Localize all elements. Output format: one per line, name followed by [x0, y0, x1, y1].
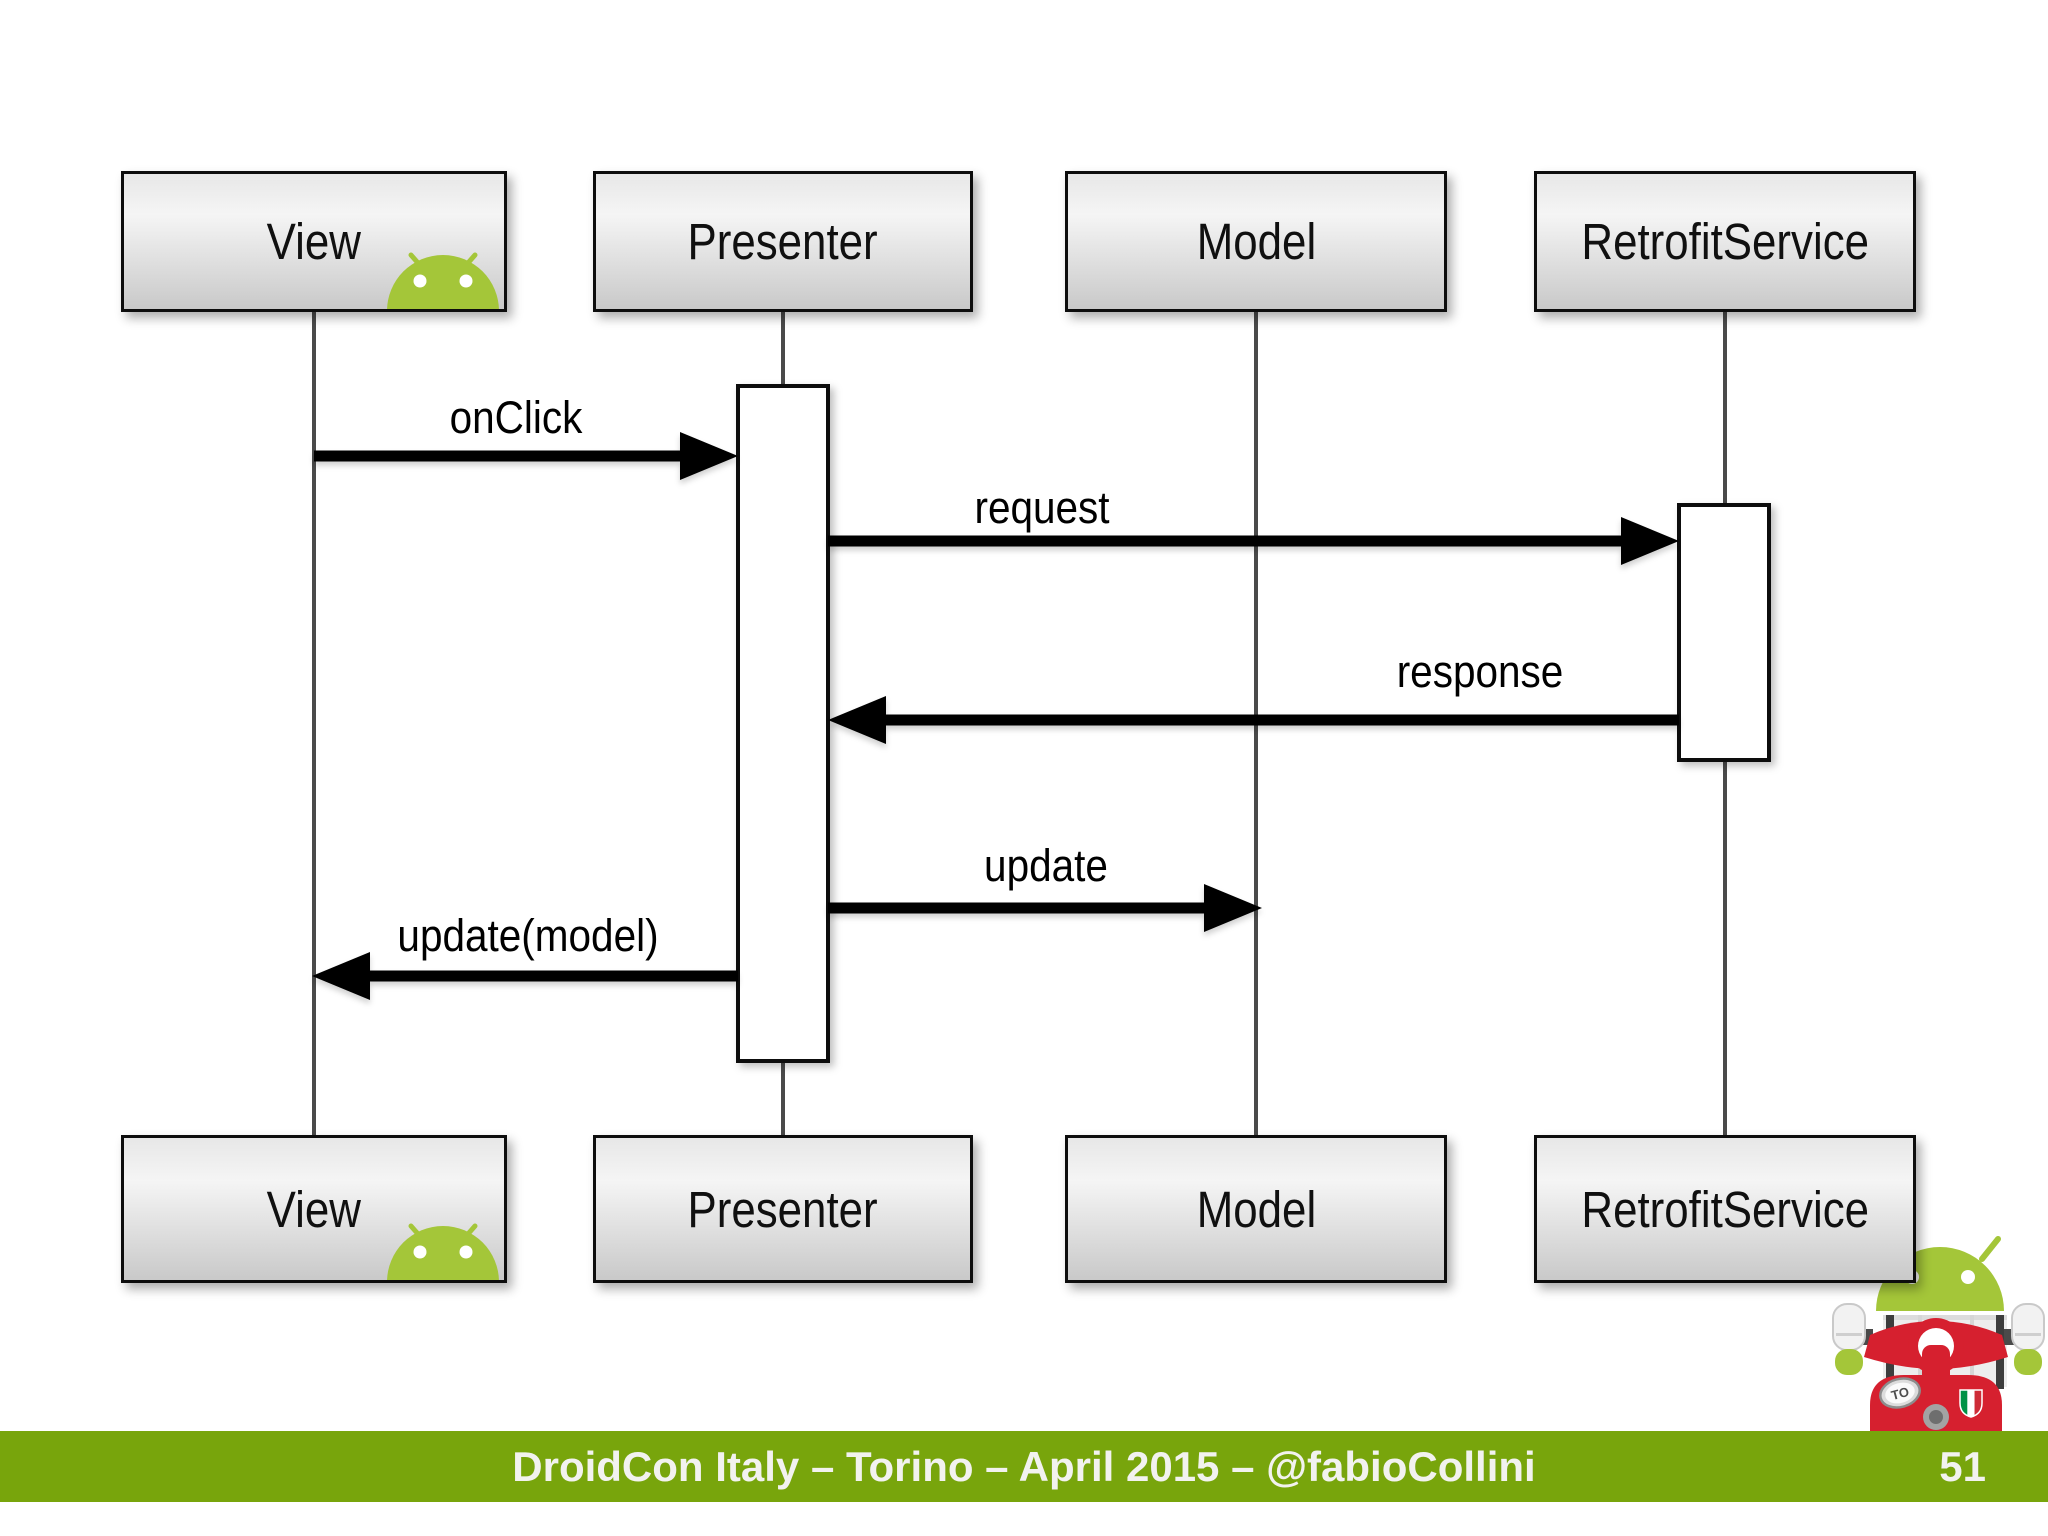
message-label-update-model: update(model) [397, 910, 659, 961]
participant-label: Model [1196, 213, 1316, 270]
activation-bar-presenter [736, 384, 830, 1063]
message-arrow-onclick [314, 432, 738, 480]
torino-badge: TO [1879, 1377, 1921, 1409]
page-number: 51 [1939, 1443, 1986, 1490]
participant-box-model-bottom: Model [1065, 1135, 1447, 1283]
message-label-request: request [974, 482, 1110, 533]
message-label-response: response [1396, 646, 1564, 697]
participant-box-presenter-bottom: Presenter [593, 1135, 973, 1283]
message-arrow-request [828, 517, 1679, 565]
footer-text: DroidCon Italy – Torino – April 2015 – @… [512, 1443, 1536, 1490]
participant-box-view-top: View [121, 171, 507, 312]
message-arrow-update-model [312, 952, 738, 1000]
participant-label: Presenter [687, 1180, 879, 1238]
message-label-onclick: onClick [449, 392, 583, 443]
participant-label: Model [1196, 1180, 1316, 1238]
participant-box-presenter-top: Presenter [593, 171, 973, 312]
participant-label: View [266, 1180, 362, 1238]
message-arrow-response [828, 696, 1679, 744]
droidcon-torino-scooter-logo: TO [1832, 1236, 2045, 1447]
participant-box-retrofitservice-top: RetrofitService [1534, 171, 1916, 312]
message-arrow-update [828, 884, 1262, 932]
footer-bar: DroidCon Italy – Torino – April 2015 – @… [0, 1431, 2048, 1502]
participant-label: Presenter [687, 213, 879, 270]
message-label-update: update [984, 840, 1108, 891]
android-robot-head-icon [387, 252, 499, 309]
italian-flag-shield [1959, 1389, 1983, 1418]
scooter-right-mirror [2004, 1303, 2045, 1375]
android-robot-head-icon [387, 1223, 499, 1280]
participant-label: RetrofitService [1581, 1180, 1869, 1238]
torino-badge-text: TO [1890, 1384, 1911, 1403]
participant-label: View [266, 213, 362, 270]
scooter-wheel [1923, 1404, 1949, 1430]
participant-label: RetrofitService [1581, 213, 1869, 270]
scooter-left-mirror [1832, 1303, 1873, 1375]
activation-bar-retrofitservice [1677, 503, 1771, 762]
participant-box-model-top: Model [1065, 171, 1447, 312]
participant-box-view-bottom: View [121, 1135, 507, 1283]
participant-box-retrofitservice-bottom: RetrofitService [1534, 1135, 1916, 1283]
